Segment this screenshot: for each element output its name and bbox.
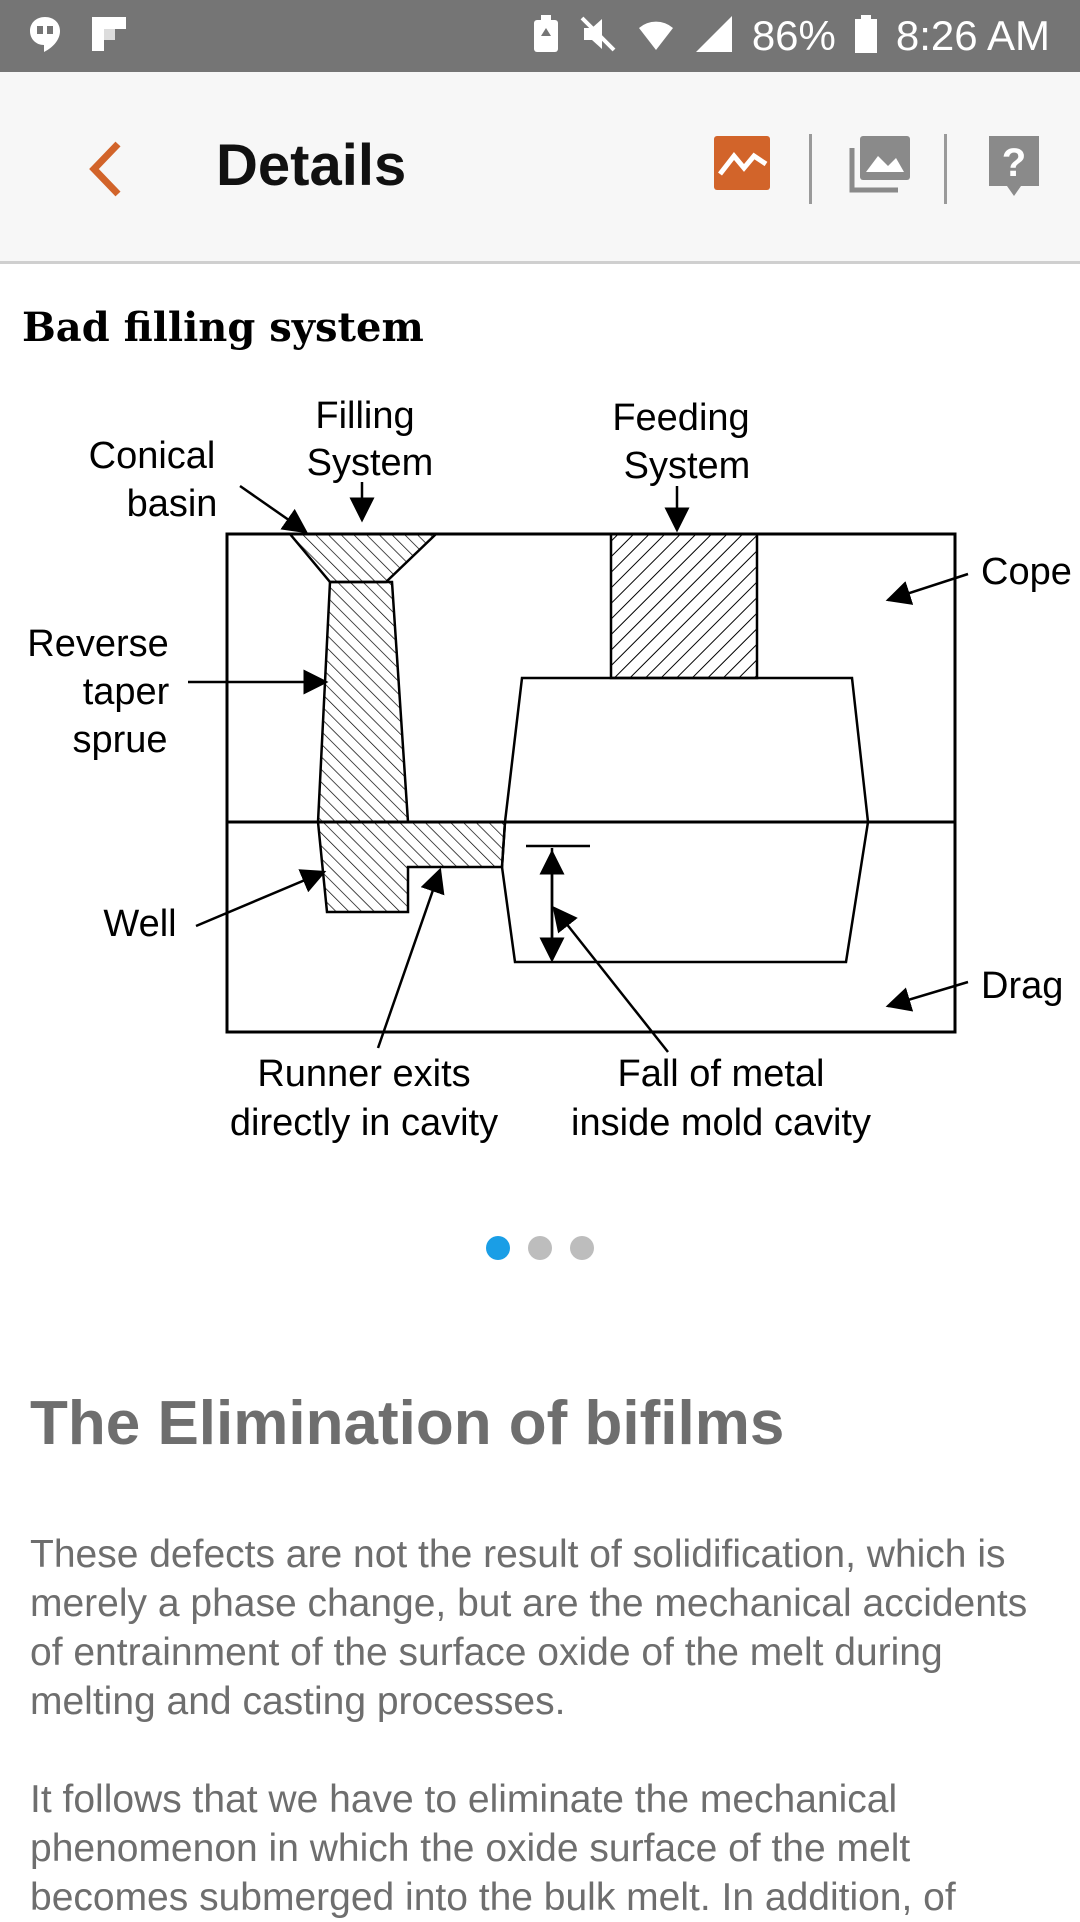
- image-carousel[interactable]: Bad filling system: [0, 296, 1080, 1196]
- flipboard-icon: [92, 16, 126, 56]
- label-cope: Cope: [981, 551, 1072, 593]
- back-button[interactable]: [78, 134, 138, 204]
- chevron-left-icon: [89, 141, 121, 197]
- label-well: Well: [103, 903, 176, 945]
- article-paragraph: It follows that we have to eliminate the…: [30, 1778, 956, 1919]
- wifi-icon: [636, 14, 676, 59]
- label-runner-2: directly in cavity: [230, 1102, 498, 1144]
- svg-text:?: ?: [1002, 141, 1026, 185]
- page-dot-3[interactable]: [570, 1236, 594, 1260]
- feeder: [609, 532, 759, 680]
- article-heading: The Elimination of bifilms: [30, 1389, 785, 1458]
- label-filling-1: Filling: [315, 395, 414, 437]
- signal-icon: [694, 14, 734, 59]
- label-filling-2: System: [307, 442, 434, 484]
- mold-frame: [225, 532, 957, 1034]
- battery-saver-icon: [532, 14, 560, 59]
- mold-diagram: Filling System Feeding System Conical ba…: [27, 395, 1072, 1144]
- label-fall-1: Fall of metal: [618, 1053, 825, 1095]
- page-dot-2[interactable]: [528, 1236, 552, 1260]
- label-conical-2: basin: [127, 483, 218, 525]
- conical-basin: [287, 532, 440, 584]
- page-indicator: [0, 1236, 1080, 1262]
- gallery-button[interactable]: [848, 134, 912, 198]
- label-conical-1: Conical: [89, 435, 216, 477]
- divider: [944, 134, 947, 204]
- battery-percent: 86%: [751, 12, 836, 59]
- label-reverse-3: sprue: [72, 719, 167, 761]
- label-reverse-2: taper: [83, 671, 170, 713]
- help-button[interactable]: ?: [985, 134, 1049, 198]
- app-bar: Details ?: [0, 72, 1080, 264]
- label-runner-1: Runner exits: [257, 1053, 470, 1095]
- article-paragraph: These defects are not the result of soli…: [30, 1533, 1028, 1723]
- label-drag: Drag: [981, 965, 1063, 1007]
- page-dot-1[interactable]: [486, 1236, 510, 1260]
- label-feeding-1: Feeding: [612, 397, 749, 439]
- battery-icon: [854, 14, 878, 59]
- chart-icon: [714, 136, 770, 190]
- label-feeding-2: System: [624, 445, 751, 487]
- clock: 8:26 AM: [895, 12, 1050, 59]
- sprue: [316, 580, 410, 824]
- hangouts-icon: [28, 15, 62, 58]
- well-runner: [316, 820, 507, 914]
- figure-title: Bad filling system: [22, 304, 424, 351]
- status-bar: 86% 8:26 AM: [0, 0, 1080, 72]
- label-reverse-1: Reverse: [27, 623, 169, 665]
- gallery-icon: [849, 136, 910, 193]
- label-fall-2: inside mold cavity: [571, 1102, 871, 1144]
- page-title: Details: [216, 133, 407, 198]
- mute-icon: [578, 14, 618, 59]
- help-icon: ?: [989, 136, 1039, 196]
- chart-button[interactable]: [714, 134, 778, 198]
- mold-cavity: [500, 676, 870, 964]
- divider: [809, 134, 812, 204]
